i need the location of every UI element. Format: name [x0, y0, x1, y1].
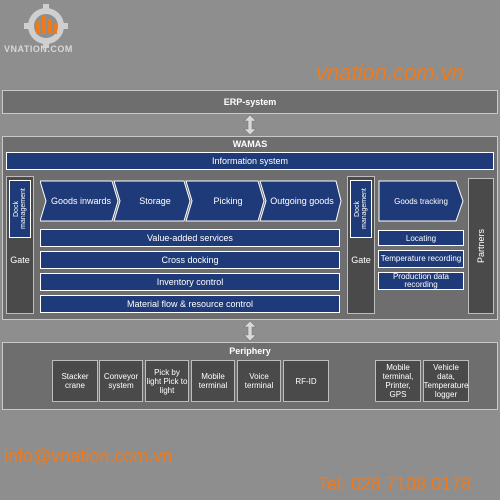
- value-added-services-bar: Value-added services: [40, 229, 340, 247]
- gear-logo-icon: [20, 4, 72, 48]
- periphery-item-conveyor-system: Conveyor system: [99, 360, 143, 402]
- periphery-item-mobile-printer-gps: Mobile terminal, Printer, GPS: [375, 360, 421, 402]
- erp-system-label: ERP-system: [223, 97, 277, 107]
- erp-system-box: ERP-system: [2, 90, 498, 114]
- flow-step-storage: Storage: [139, 196, 171, 206]
- logo-text: VNATION.COM: [4, 44, 73, 54]
- flow-chevrons: [39, 180, 342, 222]
- goods-tracking-chevron: [378, 180, 464, 222]
- wamas-label: WAMAS: [232, 139, 268, 149]
- partners-column: [468, 178, 494, 314]
- periphery-item-mobile-terminal: Mobile terminal: [191, 360, 235, 402]
- inventory-control-bar: Inventory control: [40, 273, 340, 291]
- flow-step-picking: Picking: [213, 196, 243, 206]
- double-arrow-icon: [242, 114, 258, 136]
- flow-step-goods-inwards: Goods inwards: [50, 196, 112, 206]
- cross-docking-bar: Cross docking: [40, 251, 340, 269]
- temperature-recording-box: Temperature recording: [378, 250, 464, 268]
- periphery-item-pick-by-light: Pick by light Pick to light: [145, 360, 189, 402]
- periphery-item-vehicle-data: Vehicle data, Temperature logger: [423, 360, 469, 402]
- contact-email[interactable]: info@vnation.com.vn: [4, 446, 173, 466]
- dock-management-right: Dock management: [350, 180, 372, 238]
- double-arrow-icon: [242, 320, 258, 342]
- flow-step-outgoing-goods: Outgoing goods: [270, 196, 334, 206]
- information-system-bar: Information system: [6, 152, 494, 170]
- material-flow-bar: Material flow & resource control: [40, 295, 340, 313]
- gate-left-label: Gate: [10, 255, 30, 265]
- partners-label: Partners: [476, 229, 486, 264]
- gate-right-label: Gate: [351, 255, 371, 265]
- locating-box: Locating: [378, 230, 464, 246]
- periphery-label: Periphery: [229, 346, 271, 356]
- production-data-recording-box: Production data recording: [378, 272, 464, 290]
- dock-management-left: Dock management: [9, 180, 31, 238]
- periphery-item-rf-id: RF-ID: [283, 360, 329, 402]
- periphery-item-stacker-crane: Stacker crane: [52, 360, 98, 402]
- site-url[interactable]: vnation.com.vn: [316, 60, 464, 85]
- contact-tel[interactable]: Tel: 028 7108 0178: [318, 474, 472, 494]
- goods-tracking-label: Goods tracking: [394, 196, 448, 206]
- periphery-item-voice-terminal: Voice terminal: [237, 360, 281, 402]
